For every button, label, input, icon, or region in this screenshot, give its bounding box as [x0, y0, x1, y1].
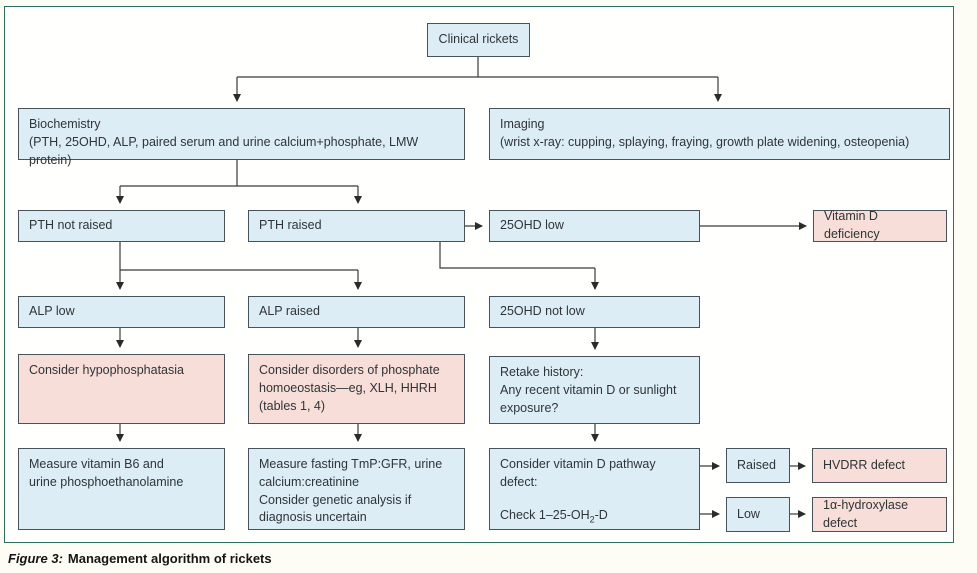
node-retake-history: Retake history: Any recent vitamin D or … [489, 356, 700, 424]
node-label: ALP low [29, 304, 75, 319]
figure-number: Figure 3: [8, 551, 63, 566]
node-label: 25OHD low [500, 218, 564, 233]
node-label: HVDRR defect [823, 457, 905, 472]
node-line: Consider genetic analysis if diagnosis u… [259, 492, 412, 525]
node-phosphate-disorders: Consider disorders of phosphate homoeost… [248, 354, 465, 424]
node-label: PTH not raised [29, 218, 113, 233]
node-title: Biochemistry [29, 117, 101, 131]
node-label: Vitamin D deficiency [824, 209, 880, 241]
node-raised: Raised [726, 448, 790, 483]
figure-title: Management algorithm of rickets [67, 551, 272, 566]
node-pth-raised: PTH raised [248, 210, 465, 242]
node-vitamin-d-deficiency: Vitamin D deficiency [813, 209, 947, 242]
node-alp-raised: ALP raised [248, 296, 465, 328]
check-subscript: 2 [589, 514, 595, 524]
node-label: Consider disorders of phosphate homoeost… [259, 363, 440, 413]
node-title: Imaging [500, 117, 545, 131]
node-line-check: Check 1–25-OH2-D [500, 507, 689, 526]
node-label: Consider hypophosphatasia [29, 363, 184, 377]
node-line: Measure vitamin B6 and [29, 457, 164, 471]
node-detail: (PTH, 25OHD, ALP, paired serum and urine… [29, 134, 419, 167]
node-1a-hydroxylase-defect: 1α-hydroxylase defect [812, 497, 947, 532]
node-line: Any recent vitamin D or sunlight exposur… [500, 382, 677, 415]
node-label: 25OHD not low [500, 304, 585, 319]
node-label: ALP raised [259, 304, 320, 319]
node-vitamin-d-pathway-defect: Consider vitamin D pathway defect: Check… [489, 448, 700, 530]
node-consider-hypophosphatasia: Consider hypophosphatasia [18, 354, 225, 424]
figure-caption: Figure 3: Management algorithm of rickets [8, 551, 272, 566]
check-text: -D [594, 507, 608, 522]
node-line: Measure fasting TmP:GFR, urine calcium:c… [259, 457, 443, 489]
node-detail: (wrist x-ray: cupping, splaying, fraying… [500, 134, 910, 149]
node-hvdrr-defect: HVDRR defect [812, 448, 947, 483]
node-label: Low [737, 506, 760, 521]
node-clinical-rickets: Clinical rickets [427, 23, 530, 57]
node-biochemistry: Biochemistry (PTH, 25OHD, ALP, paired se… [18, 108, 465, 167]
node-low: Low [726, 497, 790, 532]
node-25ohd-low: 25OHD low [489, 210, 700, 242]
node-25ohd-not-low: 25OHD not low [489, 296, 700, 328]
node-imaging: Imaging (wrist x-ray: cupping, splaying,… [489, 108, 950, 160]
node-measure-tmp-gfr: Measure fasting TmP:GFR, urine calcium:c… [248, 448, 465, 530]
node-line: urine phosphoethanolamine [29, 474, 184, 489]
check-text: Check 1–25-OH [500, 507, 590, 522]
node-label: 1α-hydroxylase defect [823, 497, 909, 530]
node-line: Consider vitamin D pathway defect: [500, 457, 656, 489]
node-alp-low: ALP low [18, 296, 225, 328]
node-pth-not-raised: PTH not raised [18, 210, 225, 242]
node-measure-b6: Measure vitamin B6 and urine phosphoetha… [18, 448, 225, 530]
node-label: Clinical rickets [438, 32, 519, 47]
node-label: Raised [737, 457, 776, 472]
node-line: Retake history: [500, 365, 584, 379]
node-label: PTH raised [259, 218, 322, 233]
